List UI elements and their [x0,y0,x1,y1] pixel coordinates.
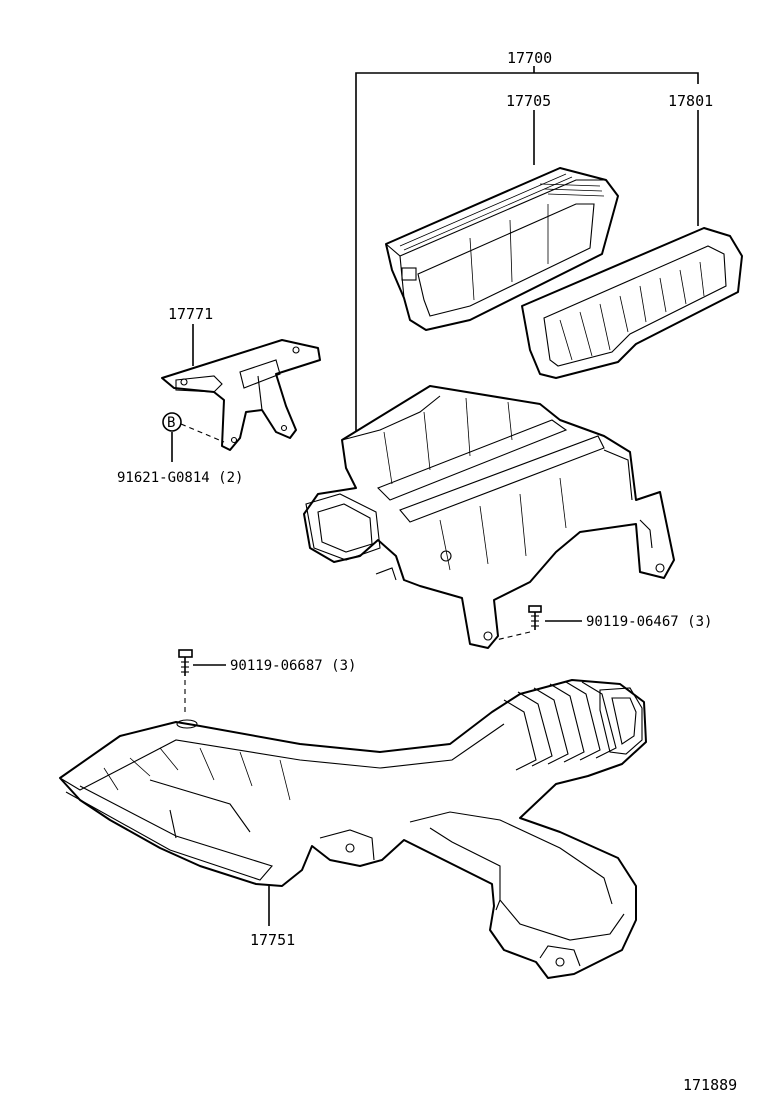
label-filter: 17801 [668,92,713,110]
bolt-marker-letter: B [167,415,175,431]
leader-lines [171,66,699,926]
label-inlet-bolt: 90119-06687 (3) [230,658,356,674]
circled-letter-icon: B [162,412,182,432]
case-bolt-path [495,631,531,641]
bracket [161,339,321,451]
bolt-icon [528,605,542,630]
label-assembly: 17700 [507,49,552,67]
bolt-icon [178,649,193,676]
figure-number: 171889 [683,1076,737,1094]
label-cap: 17705 [506,92,551,110]
label-case-bolt: 90119-06467 (3) [586,614,712,630]
label-bracket-bolt: 91621-G0814 (2) [117,470,243,486]
air-filter-element [521,227,743,379]
air-cleaner-cap [385,167,619,331]
label-bracket: 17771 [168,305,213,323]
air-cleaner-case [303,385,675,649]
label-inlet-duct: 17751 [250,931,295,949]
inlet-duct [59,679,647,979]
bracket-bolt-path [180,423,225,443]
